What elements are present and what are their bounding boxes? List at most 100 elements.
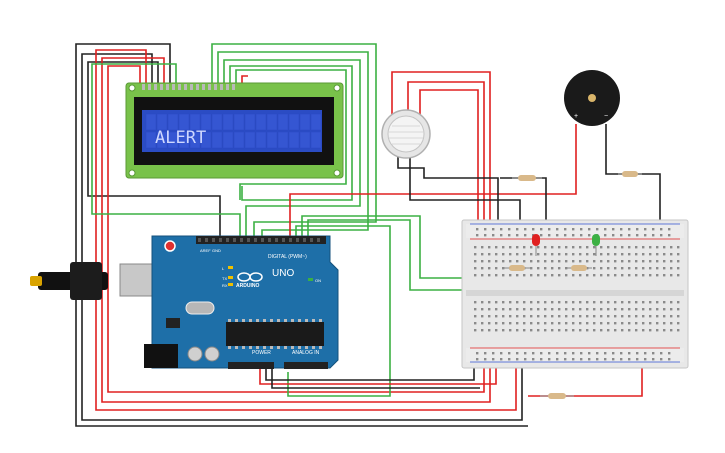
breadboard-hole	[516, 253, 519, 256]
breadboard-hole	[620, 352, 623, 355]
breadboard-hole	[656, 260, 659, 263]
breadboard-hole	[635, 322, 638, 325]
breadboard-hole	[649, 267, 652, 270]
breadboard-hole	[532, 352, 535, 355]
lcd-pin	[142, 84, 145, 90]
breadboard-hole	[586, 260, 589, 263]
lcd-char-cell	[233, 113, 245, 131]
lcd-char-cell	[156, 113, 168, 131]
breadboard-hole	[580, 352, 583, 355]
breadboard-hole	[621, 301, 624, 304]
breadboard-hole	[508, 234, 511, 237]
breadboard-hole	[600, 253, 603, 256]
breadboard-hole	[642, 301, 645, 304]
digital-pin	[219, 238, 222, 242]
lcd-mount-hole-tr	[333, 84, 341, 92]
breadboard-hole	[656, 301, 659, 304]
breadboard-hole	[532, 358, 535, 361]
lcd-char-cell	[200, 131, 212, 149]
breadboard-hole	[600, 267, 603, 270]
breadboard-hole	[530, 246, 533, 249]
breadboard-hole	[604, 228, 607, 231]
digital-pin	[303, 238, 306, 242]
buzzer-center	[588, 94, 596, 102]
lcd-char-cell	[211, 131, 223, 149]
chip-pin	[298, 319, 301, 322]
lcd-char-cell	[222, 131, 234, 149]
lcd-char-cell	[189, 113, 201, 131]
breadboard-hole	[586, 246, 589, 249]
lcd-pin	[208, 84, 211, 90]
breadboard-hole	[644, 228, 647, 231]
chip-pin	[249, 346, 252, 349]
breadboard-hole	[530, 260, 533, 263]
breadboard-hole	[572, 322, 575, 325]
breadboard-hole	[621, 322, 624, 325]
digital-pin	[275, 238, 278, 242]
lcd-char-cell	[244, 131, 256, 149]
breadboard-hole	[621, 246, 624, 249]
wire-black-lcd-1	[81, 53, 523, 421]
lcd-char-cell	[178, 131, 190, 149]
breadboard-hole	[628, 234, 631, 237]
breadboard-hole	[551, 301, 554, 304]
breadboard-hole	[593, 301, 596, 304]
breadboard-hole	[565, 274, 568, 277]
breadboard-hole	[500, 228, 503, 231]
piezo-buzzer: + −	[564, 70, 620, 126]
breadboard-hole	[474, 301, 477, 304]
breadboard-hole	[642, 260, 645, 263]
breadboard-hole	[523, 322, 526, 325]
breadboard-hole	[677, 329, 680, 332]
breadboard-hole	[579, 301, 582, 304]
breadboard-hole	[488, 260, 491, 263]
chip-pin	[270, 319, 273, 322]
breadboard-hole	[656, 246, 659, 249]
breadboard-hole	[607, 322, 610, 325]
breadboard-hole	[656, 322, 659, 325]
breadboard-hole	[509, 301, 512, 304]
wire-black-buzzer	[605, 124, 661, 232]
breadboard-hole	[488, 246, 491, 249]
breadboard-hole	[572, 308, 575, 311]
breadboard-hole	[628, 308, 631, 311]
breadboard-hole	[508, 228, 511, 231]
breadboard-hole	[495, 260, 498, 263]
lcd-char-cell	[255, 131, 267, 149]
lcd-pin	[214, 84, 217, 90]
breadboard-hole	[600, 246, 603, 249]
lcd-char-cell	[167, 131, 179, 149]
breadboard-hole	[488, 301, 491, 304]
breadboard-hole	[607, 267, 610, 270]
lcd-char-cell	[156, 131, 168, 149]
breadboard-hole	[628, 315, 631, 318]
breadboard-hole	[524, 352, 527, 355]
breadboard-hole	[564, 358, 567, 361]
breadboard-hole	[628, 260, 631, 263]
breadboard-hole	[635, 308, 638, 311]
breadboard-hole	[621, 329, 624, 332]
breadboard-hole	[614, 246, 617, 249]
breadboard-hole	[642, 253, 645, 256]
lcd-pin	[232, 84, 235, 90]
breadboard-hole	[668, 358, 671, 361]
breadboard-hole	[474, 274, 477, 277]
breadboard-hole	[593, 322, 596, 325]
breadboard-hole	[509, 315, 512, 318]
breadboard-hole	[565, 260, 568, 263]
breadboard-hole	[484, 352, 487, 355]
chip-pin	[305, 346, 308, 349]
breadboard-hole	[604, 234, 607, 237]
breadboard-hole	[537, 329, 540, 332]
breadboard-hole	[558, 267, 561, 270]
resistor-buzzer-body	[622, 171, 638, 177]
digital-pin	[240, 238, 243, 242]
wire-red-arduino-buzzer	[289, 124, 577, 240]
breadboard-hole	[523, 329, 526, 332]
breadboard-hole	[524, 234, 527, 237]
breadboard-hole	[614, 329, 617, 332]
breadboard-hole	[649, 246, 652, 249]
breadboard-hole	[488, 267, 491, 270]
reset-button[interactable]	[164, 240, 176, 252]
breadboard-hole	[652, 352, 655, 355]
